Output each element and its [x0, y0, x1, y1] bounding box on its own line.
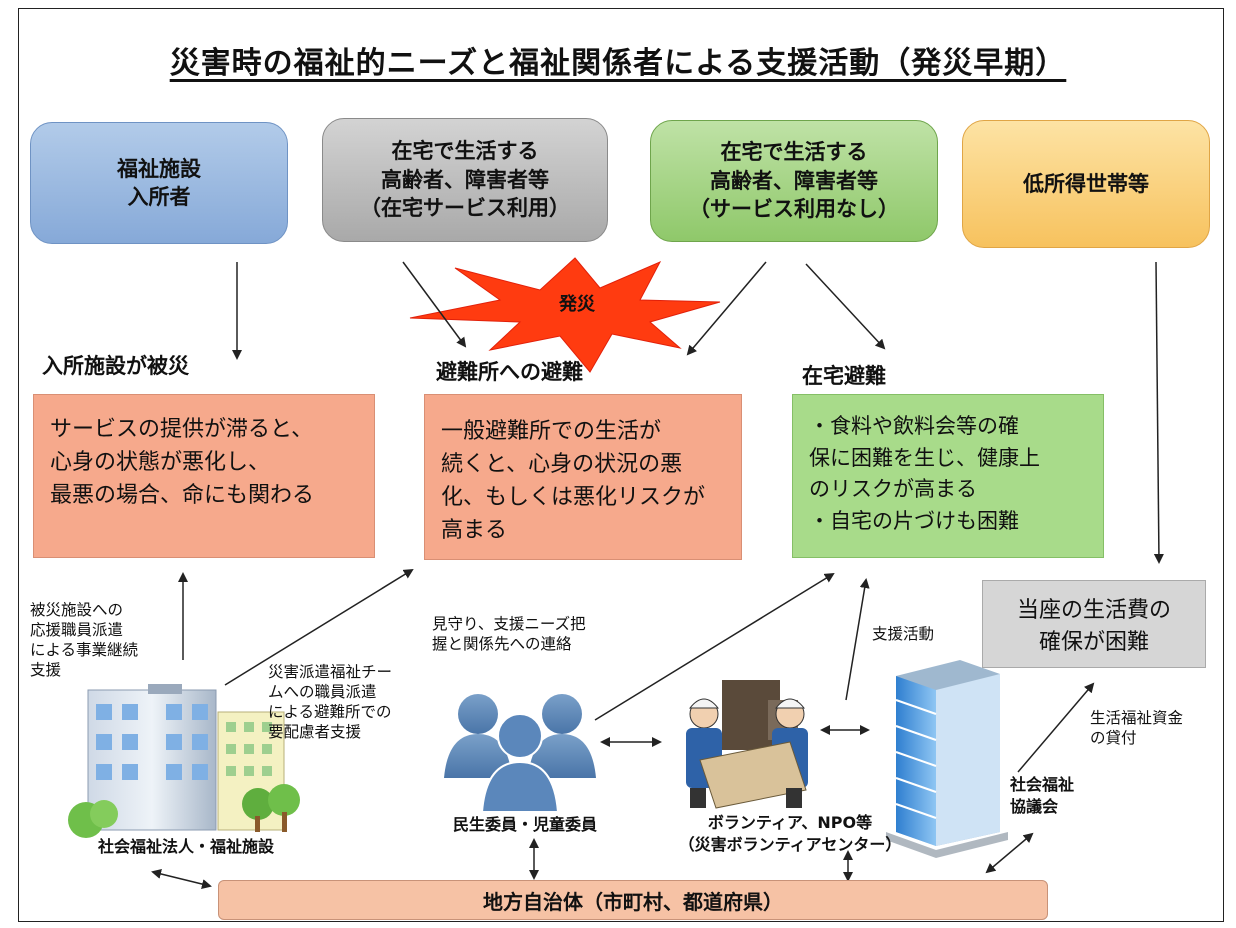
label-social-welfare-council: 社会福祉 協議会 — [1010, 775, 1075, 816]
shelter-risk-box: 一般避難所での生活が 続くと、心身の状況の悪 化、もしくは悪化リスクが 高まる — [424, 394, 742, 560]
diagram-frame — [18, 8, 1224, 922]
home-no-service-box: 在宅で生活する 高齢者、障害者等 （サービス利用なし） — [650, 120, 938, 242]
note-staff-dispatch: 被災施設への 応援職員派遣 による事業継続 支援 — [30, 601, 139, 680]
page-title: 災害時の福祉的ニーズと福祉関係者による支援活動（発災早期） — [169, 46, 1067, 81]
home-risk-box: ・食料や飲料会等の確 保に困難を生じ、健康上 のリスクが高まる ・自宅の片づけも… — [792, 394, 1104, 558]
heading-shelter-evacuation: 避難所への避難 — [436, 360, 583, 384]
disaster-burst-icon — [409, 257, 721, 373]
commissioners-people-icon — [444, 694, 596, 813]
label-welfare-corporation: 社会福祉法人・福祉施設 — [97, 837, 274, 856]
facility-risk-box: サービスの提供が滞ると、 心身の状態が悪化し、 最悪の場合、命にも関わる — [33, 394, 375, 558]
note-welfare-team: 災害派遣福祉チー ムへの職員派遣 による避難所での 要配慮者支援 — [268, 663, 393, 742]
disaster-label: 発災 — [559, 294, 595, 315]
low-income-box: 低所得世帯等 — [962, 120, 1210, 248]
label-volunteers: ボランティア、NPO等 （災害ボランティアセンター） — [678, 813, 902, 854]
note-watch-support: 見守り、支援ニーズ把 握と関係先への連絡 — [432, 615, 586, 654]
heading-home-evacuation: 在宅避難 — [802, 364, 886, 388]
label-commissioners: 民生委員・児童委員 — [452, 815, 597, 834]
note-support-activity: 支援活動 — [872, 625, 935, 643]
council-office-building-icon — [886, 660, 1008, 858]
heading-facility-damaged: 入所施設が被災 — [42, 354, 189, 378]
volunteers-cleanup-icon — [686, 680, 808, 809]
living-cost-box: 当座の生活費の 確保が困難 — [982, 580, 1206, 668]
facility-residents-box: 福祉施設 入所者 — [30, 122, 288, 244]
local-government-bar: 地方自治体（市町村、都道府県） — [218, 880, 1048, 920]
home-service-users-box: 在宅で生活する 高齢者、障害者等 （在宅サービス利用） — [322, 118, 608, 242]
note-loan: 生活福祉資金 の貸付 — [1090, 709, 1184, 748]
welfare-facility-building-icon — [68, 684, 300, 838]
